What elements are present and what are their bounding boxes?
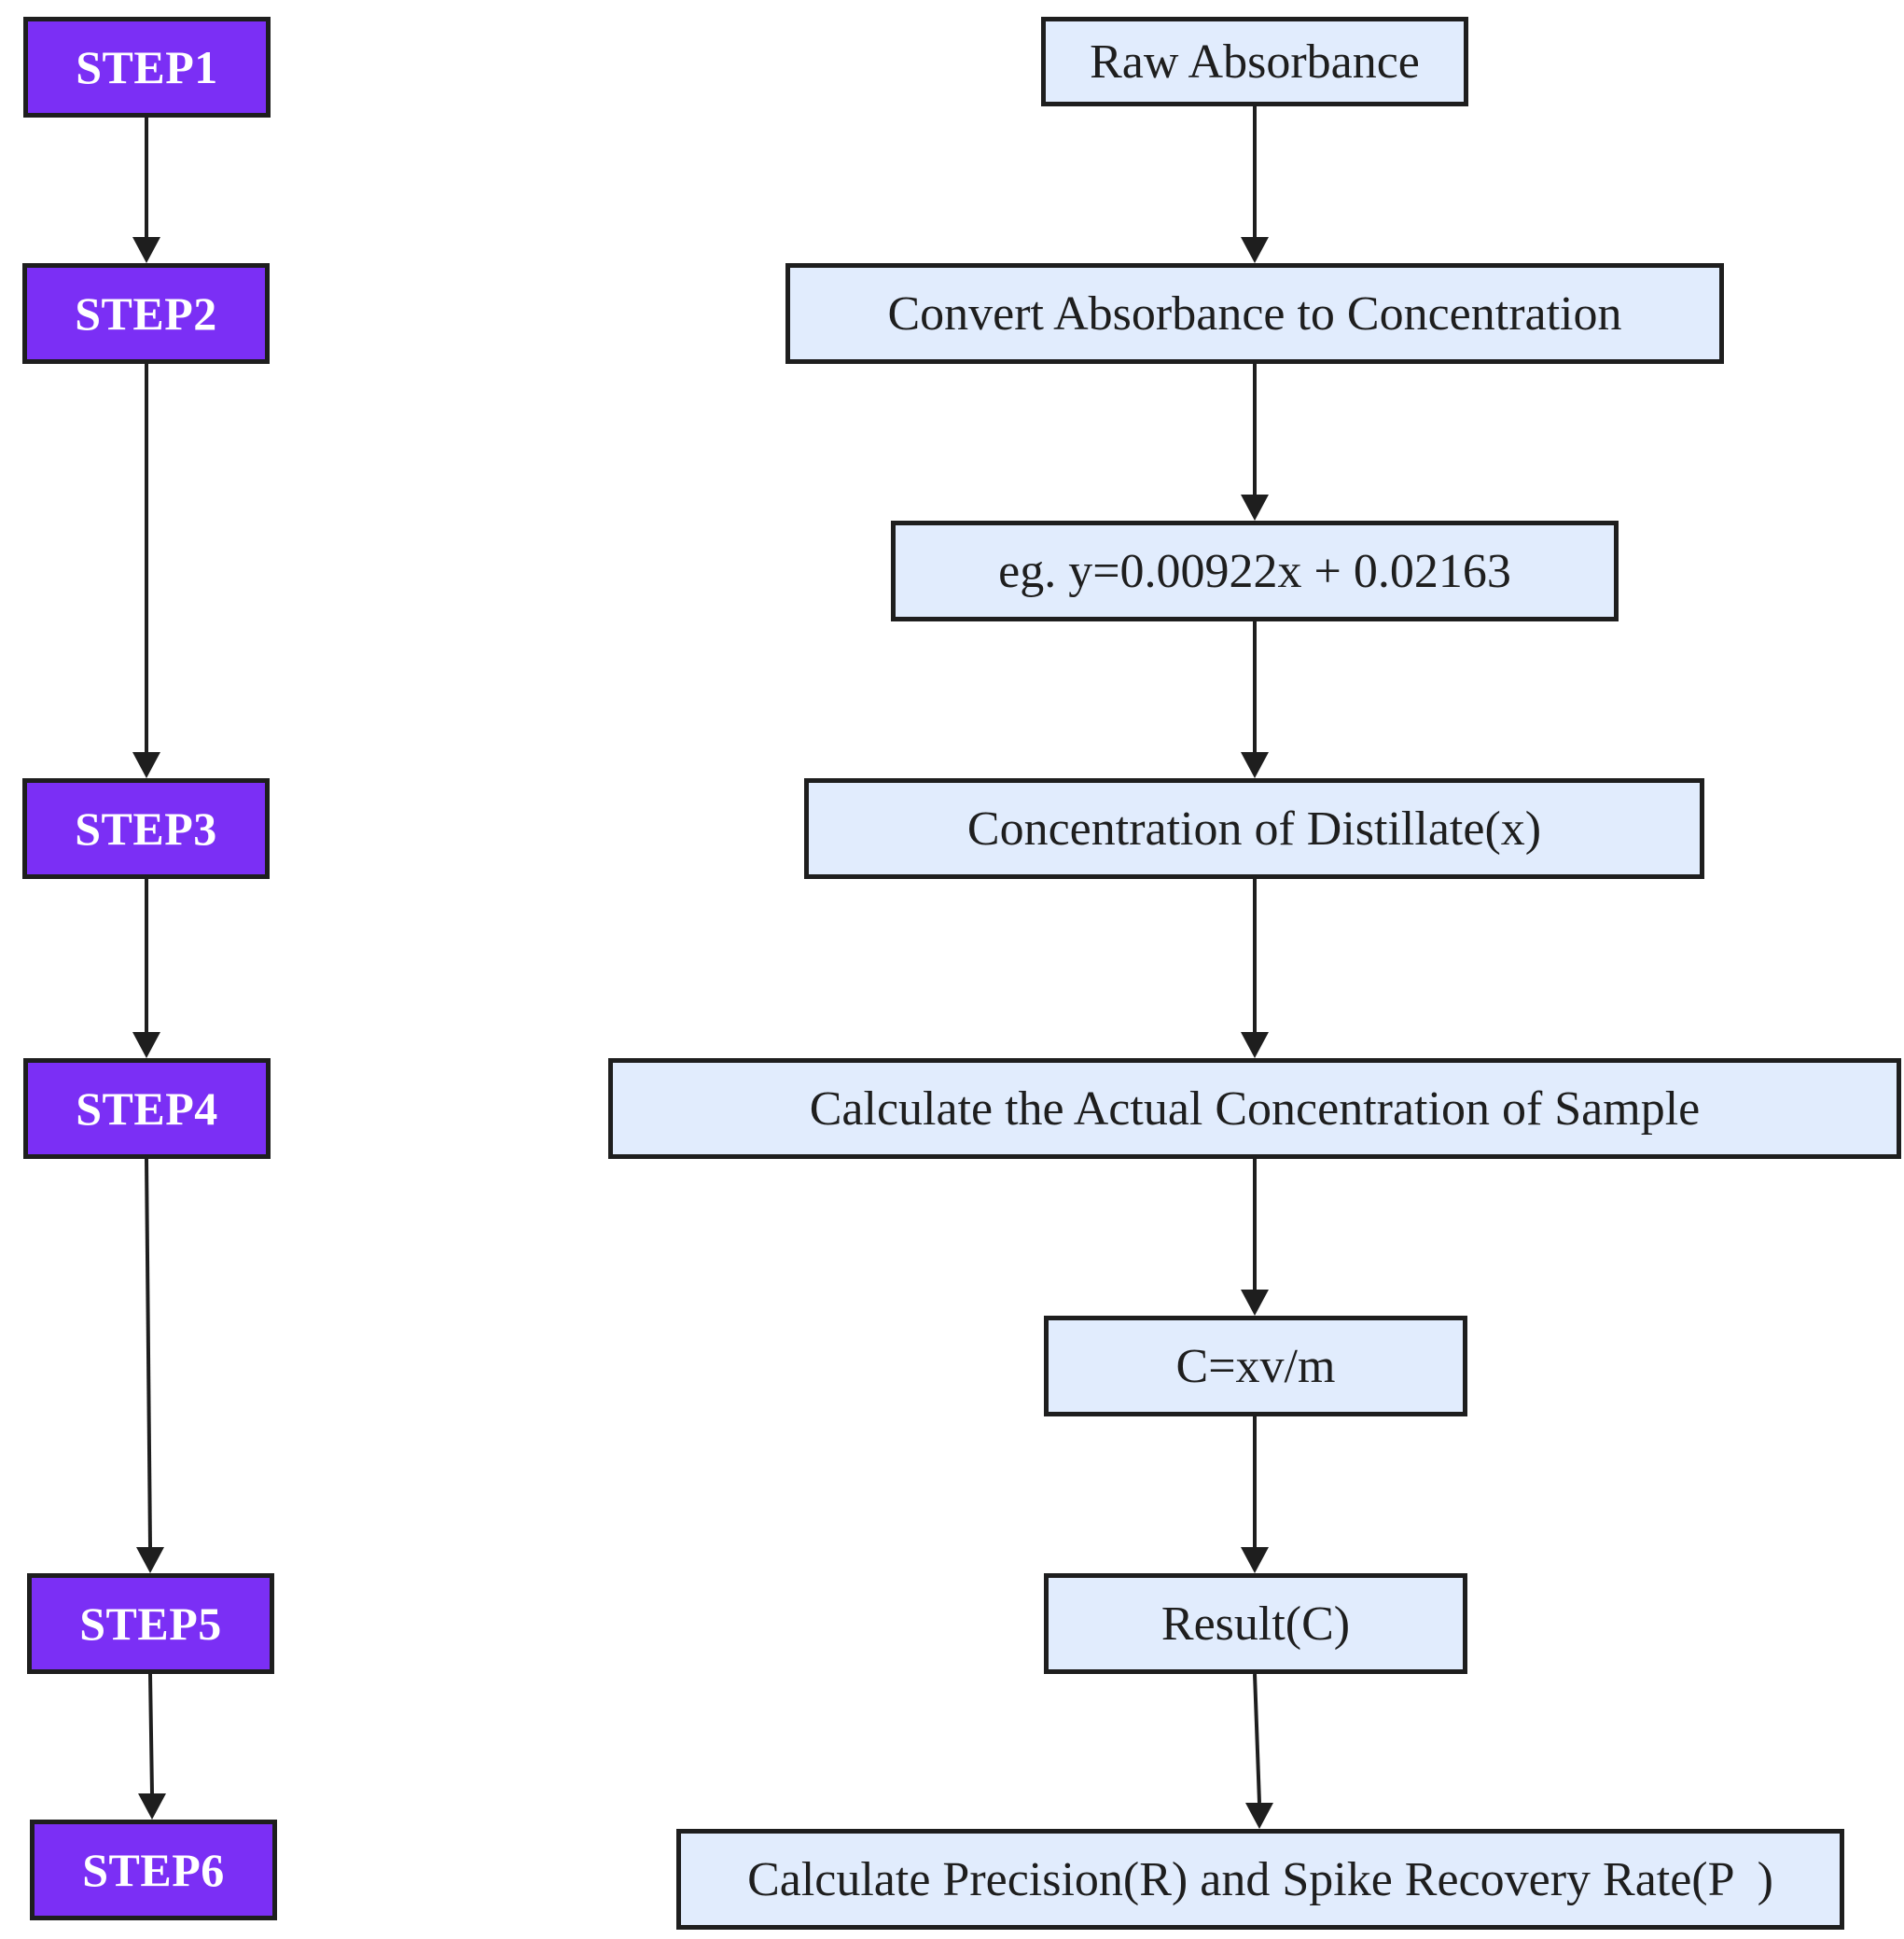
arrowhead-proc4 xyxy=(1241,752,1269,778)
arrow-step5-step6 xyxy=(148,1673,154,1794)
arrowhead-proc5 xyxy=(1241,1032,1269,1058)
arrowhead-proc2 xyxy=(1241,237,1269,263)
arrowhead-step6 xyxy=(138,1793,166,1820)
process-connectors xyxy=(1241,106,1273,1829)
arrowhead-step5 xyxy=(136,1547,164,1573)
process-label: Result(C) xyxy=(1160,1597,1351,1651)
process-label: Convert Absorbance to Concentration xyxy=(887,286,1622,341)
step-box-2: STEP2 xyxy=(22,263,270,364)
step-label: STEP2 xyxy=(75,287,217,340)
step-connectors xyxy=(132,118,166,1820)
arrowhead-proc3 xyxy=(1241,495,1269,521)
arrowhead-step2 xyxy=(132,237,160,263)
process-label: eg. y=0.00922x + 0.02163 xyxy=(998,544,1511,598)
step-label: STEP4 xyxy=(76,1082,218,1135)
arrowhead-proc6 xyxy=(1241,1290,1269,1316)
arrow-step4-step5 xyxy=(145,1158,152,1548)
arrowhead-step3 xyxy=(132,752,160,778)
arrow-proc7-proc8 xyxy=(1253,1673,1261,1804)
step-label: STEP3 xyxy=(75,802,217,855)
arrowhead-step4 xyxy=(132,1032,160,1058)
step-label: STEP1 xyxy=(76,41,218,93)
process-box-equation-example: eg. y=0.00922x + 0.02163 xyxy=(891,521,1619,621)
step-box-5: STEP5 xyxy=(27,1573,274,1674)
step-box-1: STEP1 xyxy=(23,17,271,118)
step-box-3: STEP3 xyxy=(22,778,270,879)
process-label: Concentration of Distillate(x) xyxy=(966,802,1542,856)
process-box-precision-recovery: Calculate Precision(R) and Spike Recover… xyxy=(676,1829,1844,1930)
arrowhead-proc7 xyxy=(1241,1547,1269,1573)
step-box-6: STEP6 xyxy=(30,1820,277,1920)
process-label: Calculate the Actual Concentration of Sa… xyxy=(809,1081,1701,1136)
arrowhead-proc8 xyxy=(1245,1803,1273,1829)
process-label: Calculate Precision(R) and Spike Recover… xyxy=(747,1852,1773,1906)
process-box-result: Result(C) xyxy=(1044,1573,1467,1674)
process-box-formula: C=xv/m xyxy=(1044,1316,1467,1416)
process-box-convert-absorbance: Convert Absorbance to Concentration xyxy=(785,263,1724,364)
step-label: STEP6 xyxy=(82,1844,225,1896)
step-label: STEP5 xyxy=(79,1597,222,1650)
process-box-actual-concentration: Calculate the Actual Concentration of Sa… xyxy=(608,1058,1901,1159)
step-box-4: STEP4 xyxy=(23,1058,271,1159)
process-label: C=xv/m xyxy=(1175,1339,1336,1393)
process-box-raw-absorbance: Raw Absorbance xyxy=(1041,17,1468,106)
process-label: Raw Absorbance xyxy=(1090,35,1420,89)
process-box-distillate-concentration: Concentration of Distillate(x) xyxy=(804,778,1704,879)
